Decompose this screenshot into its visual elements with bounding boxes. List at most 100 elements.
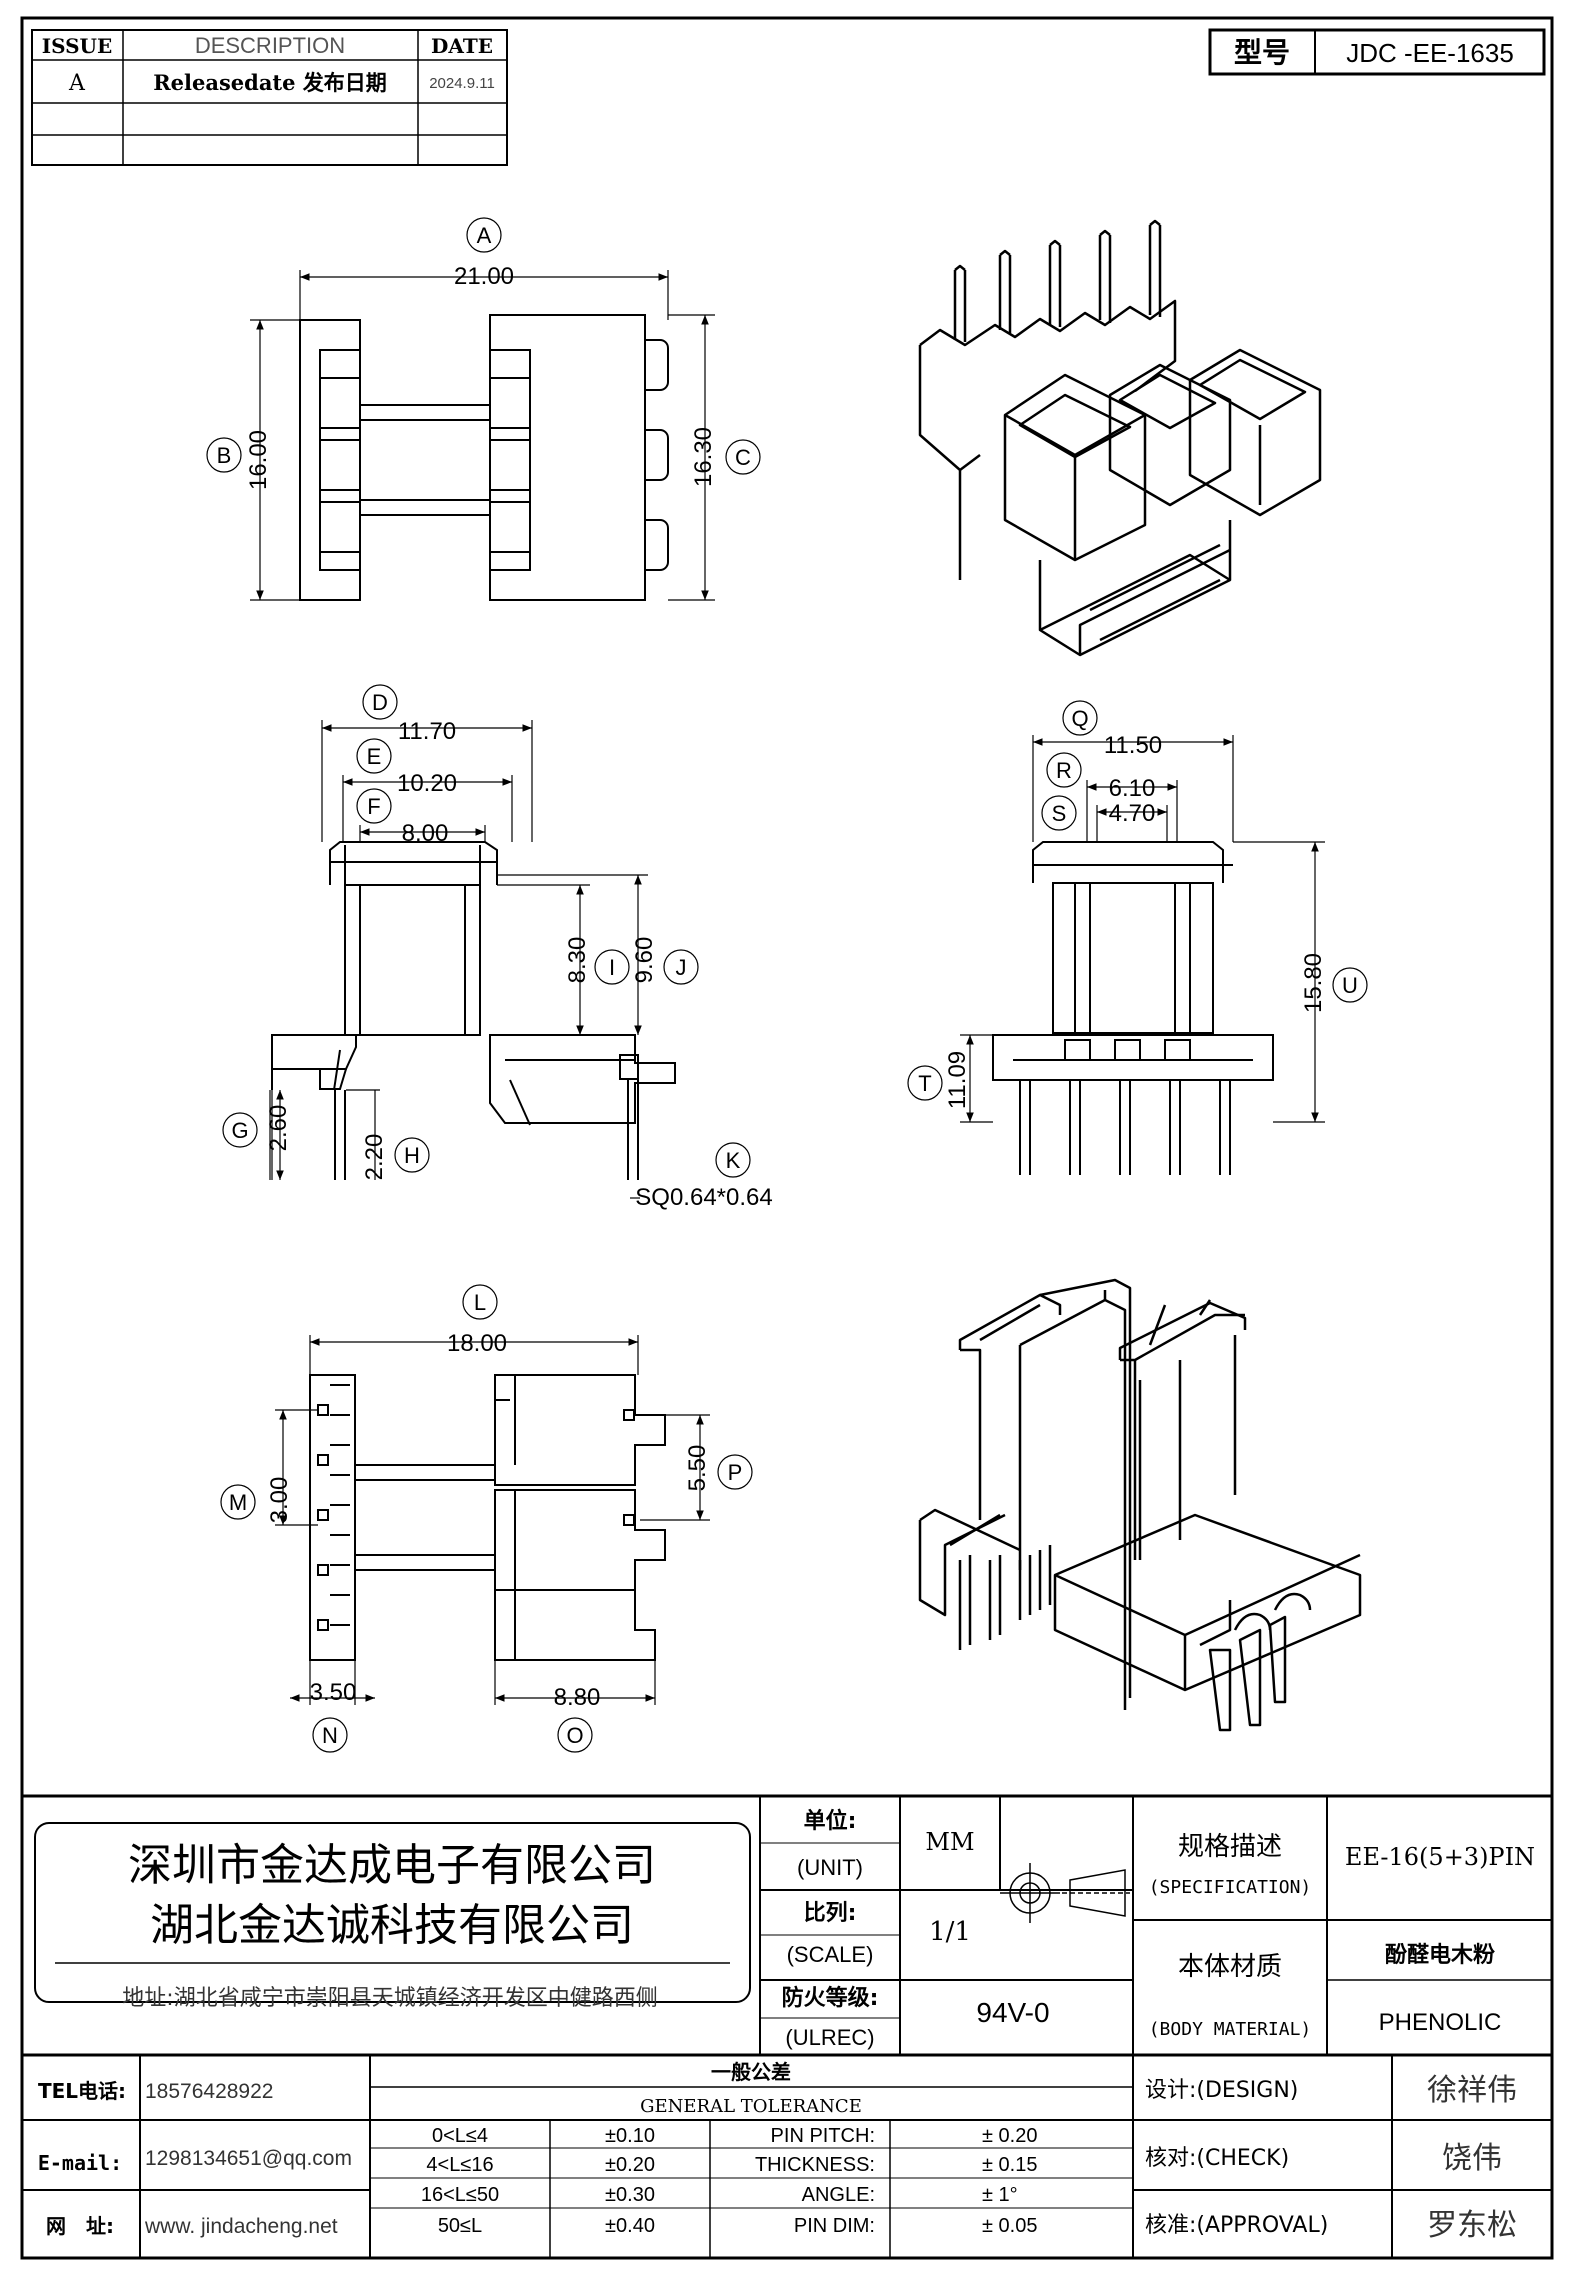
isometric-view-top <box>918 219 1322 657</box>
dim-Q: 11.50 <box>1104 732 1162 759</box>
dim-S: 4.70 <box>1109 800 1156 827</box>
unit-label: 单位: <box>804 1808 857 1834</box>
tolerance-rows: 0<L≤4 ±0.10 4<L≤16 ±0.20 16<L≤50 ±0.30 5… <box>421 2125 655 2237</box>
title-block-grid <box>22 1794 1552 2258</box>
tel-label: TEL电话: <box>38 2079 126 2103</box>
isometric-view-bottom <box>918 1278 1362 1732</box>
label-H: H <box>404 1143 420 1168</box>
label-G: G <box>231 1118 248 1143</box>
label-C: C <box>735 445 751 470</box>
dim-C: 16.30 <box>690 427 717 487</box>
scale-label-en: (SCALE) <box>787 1942 874 1967</box>
pin-tolerance-label: PIN PITCH: <box>771 2125 875 2147</box>
top-view <box>299 314 669 601</box>
tolerance-range: 4<L≤16 <box>426 2154 493 2176</box>
pin-tolerance-value: ± 1° <box>982 2184 1018 2206</box>
tolerance-value: ±0.20 <box>605 2154 655 2176</box>
check-label: 核对:(CHECK) <box>1145 2146 1289 2171</box>
dim-U: 15.80 <box>1300 953 1327 1013</box>
dim-F: 8.00 <box>402 820 449 847</box>
label-A: A <box>477 223 492 248</box>
label-S: S <box>1052 801 1067 826</box>
label-M: M <box>229 1490 247 1515</box>
pin-tolerance-value: ± 0.15 <box>982 2154 1037 2176</box>
label-B: B <box>217 443 232 468</box>
label-T: T <box>918 1071 931 1096</box>
dim-K: SQ0.64*0.64 <box>635 1184 772 1211</box>
model-value: JDC -EE-1635 <box>1346 38 1514 68</box>
model-label: 型号 <box>1234 36 1290 69</box>
tolerance-value: ±0.30 <box>605 2184 655 2206</box>
company-address: 地址:湖北省咸宁市崇阳县天城镇经济开发区中健路西侧 <box>122 1986 657 2011</box>
dim-O: 8.80 <box>554 1684 601 1711</box>
top-view-dimensions <box>206 217 761 601</box>
front-view-dimensions <box>222 684 751 1199</box>
model-box <box>1208 28 1546 76</box>
dim-P: 5.50 <box>684 1445 711 1492</box>
tolerance-value: ±0.10 <box>605 2125 655 2147</box>
pin-tolerance-rows: PIN PITCH: ± 0.20 THICKNESS: ± 0.15 ANGL… <box>755 2125 1038 2237</box>
approval-value: 罗东松 <box>1427 2208 1517 2243</box>
tolerance-title-en: GENERAL TOLERANCE <box>640 2096 862 2117</box>
tolerance-range: 16<L≤50 <box>421 2184 499 2206</box>
projection-symbol-icon <box>1000 1863 1130 1923</box>
label-O: O <box>566 1723 583 1748</box>
spec-label-en: (SPECIFICATION) <box>1149 1877 1312 1898</box>
tolerance-value: ±0.40 <box>605 2215 655 2237</box>
dim-H: 2.20 <box>361 1134 388 1181</box>
design-value: 徐祥伟 <box>1427 2073 1517 2108</box>
rev-row-description: Releasedate 发布日期 <box>153 70 387 95</box>
pin-tolerance-value: ± 0.20 <box>982 2125 1037 2147</box>
approval-label: 核准:(APPROVAL) <box>1145 2213 1328 2238</box>
email-label: E-mail: <box>38 2151 122 2175</box>
fire-label: 防火等级: <box>782 1985 879 2011</box>
rev-row-date: 2024.9.11 <box>429 75 495 92</box>
label-F: F <box>367 794 380 819</box>
unit-value: MM <box>925 1828 974 1856</box>
tolerance-title-cn: 一般公差 <box>711 2060 791 2084</box>
sheet-border <box>20 16 1554 2260</box>
dim-M: 3.00 <box>266 1477 293 1524</box>
bottom-view-dimensions <box>220 1284 753 1753</box>
company-name-2: 湖北金达诚科技有限公司 <box>150 1900 634 1951</box>
dim-A: 21.00 <box>454 263 514 290</box>
side-view <box>992 841 1274 1175</box>
rev-row-issue: A <box>68 71 86 96</box>
tolerance-range: 0<L≤4 <box>432 2125 488 2147</box>
dim-R: 6.10 <box>1109 775 1156 802</box>
pin-tolerance-label: THICKNESS: <box>755 2154 875 2176</box>
material-label: 本体材质 <box>1178 1952 1282 1982</box>
dim-I: 8.30 <box>564 937 591 984</box>
dim-B: 16.00 <box>245 430 272 490</box>
label-Q: Q <box>1071 706 1088 731</box>
pin-tolerance-label: PIN DIM: <box>794 2215 875 2237</box>
side-view-dimensions <box>907 700 1368 1123</box>
front-view <box>271 841 676 1180</box>
rev-header-description: DESCRIPTION <box>195 33 345 58</box>
label-K: K <box>726 1148 741 1173</box>
pin-tolerance-label: ANGLE: <box>802 2184 875 2206</box>
scale-label: 比列: <box>804 1901 857 1926</box>
label-E: E <box>367 744 382 769</box>
design-label: 设计:(DESIGN) <box>1145 2078 1298 2103</box>
dim-T: 11.09 <box>944 1051 971 1109</box>
dim-G: 2.60 <box>265 1105 292 1152</box>
spec-value: EE-16(5+3)PIN <box>1345 1843 1535 1871</box>
revision-table <box>31 29 508 166</box>
dim-D: 11.70 <box>398 718 456 745</box>
tolerance-range: 50≤L <box>438 2215 482 2237</box>
tel-value: 18576428922 <box>145 2080 273 2103</box>
rev-header-issue: ISSUE <box>42 34 113 58</box>
label-U: U <box>1342 973 1358 998</box>
label-D: D <box>372 690 388 715</box>
dim-L: 18.00 <box>447 1330 507 1357</box>
rev-header-date: DATE <box>431 34 493 58</box>
web-value: www. jindacheng.net <box>144 2215 338 2238</box>
email-value: 1298134651@qq.com <box>145 2147 352 2170</box>
fire-label-en: (ULREC) <box>785 2025 874 2050</box>
spec-label: 规格描述 <box>1178 1832 1282 1862</box>
label-L: L <box>474 1290 486 1315</box>
web-label: 网 址: <box>46 2214 114 2238</box>
label-P: P <box>728 1460 743 1485</box>
